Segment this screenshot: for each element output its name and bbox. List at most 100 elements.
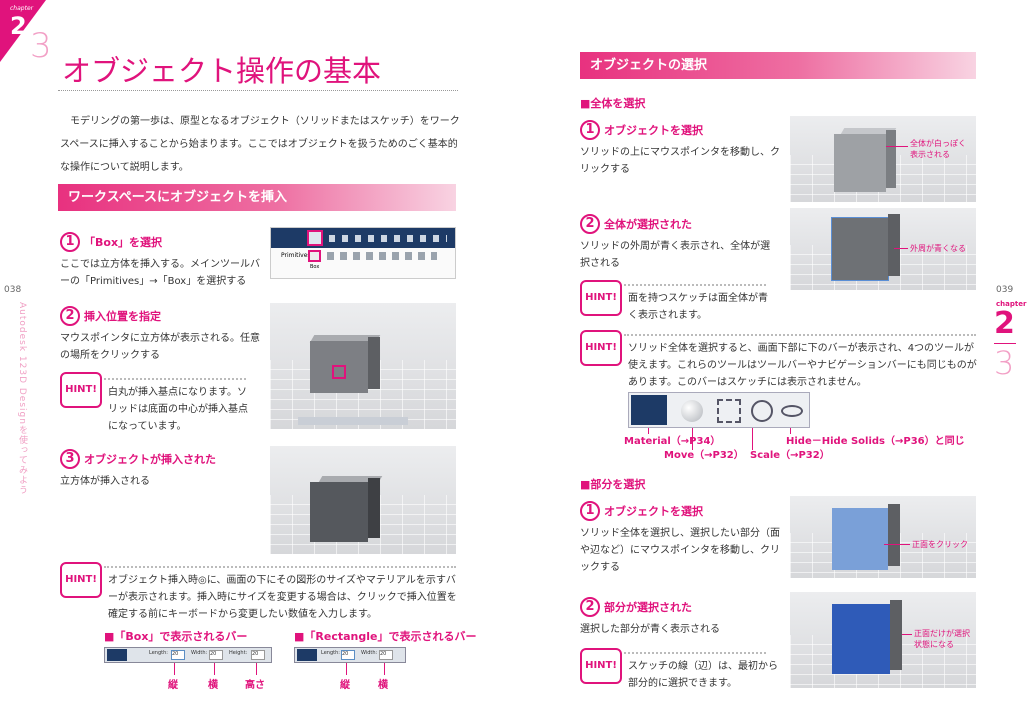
hint-2-dots — [104, 566, 456, 568]
step-1-text: ここでは立方体を挿入する。メインツールバーの「Primitives」→「Box」… — [60, 259, 260, 287]
section-header-select: オブジェクトの選択 — [580, 52, 976, 79]
toolbar-icons — [329, 235, 447, 242]
rect-yoko-label: 横 — [378, 680, 388, 691]
step-2-text: マウスポインタに立方体が表示される。任意の場所をクリックする — [60, 333, 260, 361]
r3-callout-line — [884, 544, 910, 545]
box-label: Box — [310, 264, 320, 270]
cube3-front — [310, 482, 368, 542]
r-hint-1-dots — [624, 284, 766, 286]
vertical-chapter-text: Autodesk 123D Designを使ってみよう — [17, 302, 27, 495]
material-line — [648, 428, 649, 434]
move-tool-icon[interactable] — [681, 400, 703, 422]
r-hint-3-text: スケッチの線（辺）は、最初から部分的に選択できます。 — [628, 661, 778, 689]
r-hint-2-dots — [624, 334, 976, 336]
rect-bar-caption: ■「Rectangle」で表示されるバー — [294, 630, 477, 643]
r-step-1-number: 1 — [580, 120, 600, 140]
material-swatch — [107, 649, 127, 661]
step-1-title: 「Box」を選択 — [84, 236, 163, 249]
page-number-left: 038 — [4, 285, 22, 295]
r-hint-1-label: HINT! — [580, 280, 622, 316]
rect-width-label: Width: — [361, 650, 378, 656]
hide-label: Hide－Hide Solids（→P36）と同じ — [786, 436, 965, 447]
hint-1-text: 白丸が挿入基点になります。ソリッドは底面の中心が挿入基点になっています。 — [108, 387, 248, 432]
r2-callout-line — [894, 248, 908, 249]
r1-callout: 全体が白っぽく表示される — [910, 139, 966, 159]
scale-tool-icon[interactable] — [717, 399, 741, 423]
rect-length-field[interactable]: 20 — [341, 650, 355, 660]
step-2-title: 挿入位置を指定 — [84, 310, 161, 323]
hint-1-dots — [104, 378, 246, 380]
r-step-1-title: オブジェクトを選択 — [604, 124, 703, 137]
r3-cube-front — [832, 508, 888, 570]
r-step-4-text: 選択した部分が青く表示される — [580, 624, 720, 635]
part-select-screenshot: 正面をクリック — [790, 496, 976, 578]
r-step-4-title: 部分が選択された — [604, 601, 692, 614]
hide-tool-icon[interactable] — [751, 400, 773, 422]
insertion-point-marker — [332, 365, 346, 379]
takasa-line — [256, 663, 257, 675]
hint-1-label: HINT! — [60, 372, 102, 408]
intro-text: モデリングの第一歩は、原型となるオブジェクト（ソリッドまたはスケッチ）をワークス… — [60, 116, 460, 173]
r-hint-2-text: ソリッド全体を選択すると、画面下部に下のバーが表示され、4つのツールが使えます。… — [628, 343, 977, 388]
takasa-label: 高さ — [245, 680, 265, 691]
whole-select-screenshot: 全体が白っぽく表示される — [790, 116, 976, 202]
r-step-4-number: 2 — [580, 597, 600, 617]
r2-cube-front — [831, 217, 889, 281]
r1-callout-line — [886, 146, 908, 147]
step-3-title: オブジェクトが挿入された — [84, 453, 216, 466]
r-step-3-title: オブジェクトを選択 — [604, 505, 703, 518]
rect-width-field[interactable]: 20 — [379, 650, 393, 660]
r-chapter-number: 2 — [994, 306, 1015, 341]
primitives-label: Primitives — [281, 252, 311, 259]
length-label: Length: — [149, 650, 168, 656]
material-tool-icon[interactable] — [631, 395, 667, 425]
rect-material-swatch — [297, 649, 317, 661]
chapter-corner — [0, 0, 46, 62]
r2-cube-side — [888, 214, 900, 276]
r-step-3-number: 1 — [580, 501, 600, 521]
rect-tate-line — [346, 663, 347, 675]
part-selected-screenshot: 正面だけが選択状態になる — [790, 592, 976, 688]
yoko-label: 横 — [208, 680, 218, 691]
r-step-2-title: 全体が選択された — [604, 218, 692, 231]
r3-callout: 正面をクリック — [912, 540, 968, 549]
primitives-icon[interactable] — [307, 230, 323, 246]
chapter-number: 2 — [10, 12, 27, 40]
step-3-number: 3 — [60, 449, 80, 469]
rect-size-bar: Length: 20 Width: 20 — [294, 647, 406, 663]
section-number: 3 — [30, 26, 52, 66]
rect-tate-label: 縦 — [340, 680, 350, 691]
material-label: Material（→P34） — [624, 436, 721, 447]
r2-callout: 外周が青くなる — [910, 244, 966, 253]
width-field[interactable]: 20 — [209, 650, 223, 660]
height-field[interactable]: 20 — [251, 650, 265, 660]
scale-line — [752, 428, 753, 450]
r-hint-1-text: 面を持つスケッチは面全体が青く表示されます。 — [628, 293, 768, 321]
insert-position-screenshot — [270, 303, 456, 429]
r-step-2-text: ソリッドの外周が青く表示され、全体が選択される — [580, 241, 771, 269]
r-hint-2-label: HINT! — [580, 330, 622, 366]
toolbar-screenshot: Primitives Box — [270, 227, 456, 279]
rect-yoko-line — [384, 663, 385, 675]
r-step-3-text: ソリッド全体を選択し、選択したい部分（面や辺など）にマウスポインタを移動し、クリ… — [580, 528, 780, 573]
chapter-word: chapter — [10, 5, 34, 12]
r-section-number: 3 — [994, 344, 1015, 382]
yoko-line — [214, 663, 215, 675]
r4-callout: 正面だけが選択状態になる — [914, 629, 970, 649]
box-icon[interactable] — [308, 250, 321, 262]
box-size-bar: Length: 20 Width: 20 Height: 20 — [104, 647, 272, 663]
r1-cube-side — [886, 130, 896, 188]
sub-whole: ■全体を選択 — [580, 97, 646, 110]
eye-tool-icon[interactable] — [781, 405, 803, 417]
box-bar-caption: ■「Box」で表示されるバー — [104, 630, 248, 643]
cube3-side — [368, 478, 380, 538]
page-title: オブジェクト操作の基本 — [62, 54, 382, 88]
length-field[interactable]: 20 — [171, 650, 185, 660]
r4-callout-line — [902, 634, 912, 635]
sub-part: ■部分を選択 — [580, 478, 646, 491]
width-label: Width: — [191, 650, 208, 656]
r-step-1-text: ソリッドの上にマウスポインタを移動し、クリックする — [580, 147, 780, 175]
move-label: Move（→P32） — [664, 450, 744, 461]
r3-cube-side — [888, 504, 900, 566]
hint-2-text: オブジェクト挿入時◎に、画面の下にその図形のサイズやマテリアルを示すバーが表示さ… — [108, 575, 457, 620]
